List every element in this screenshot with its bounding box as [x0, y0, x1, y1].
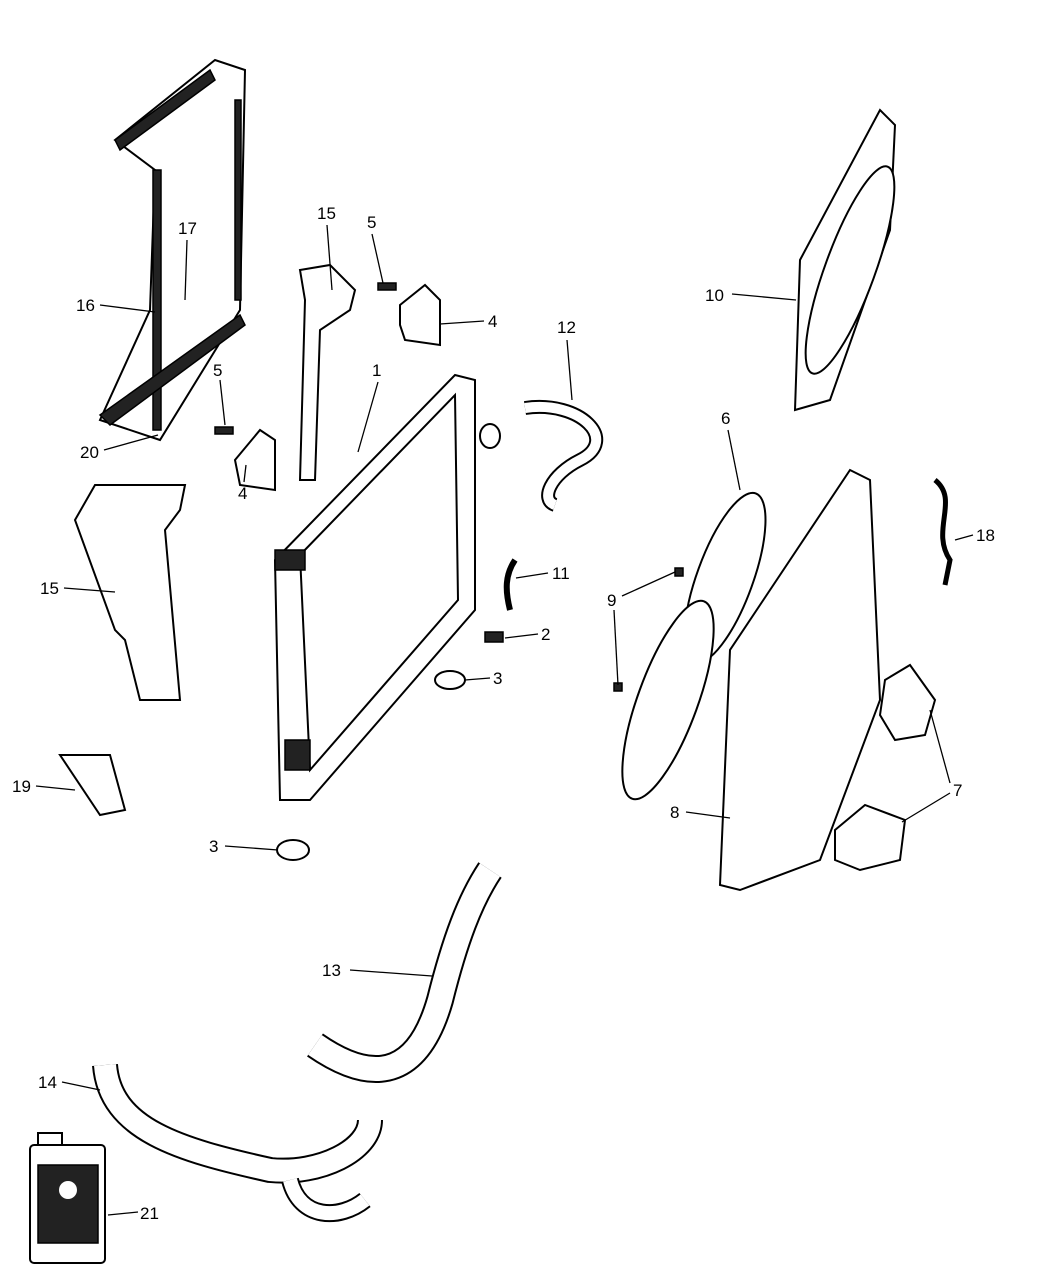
- vent-hose-part: [503, 558, 518, 611]
- callout-14: 14: [38, 1073, 57, 1092]
- drain-cock-part: [484, 631, 504, 643]
- bracket-left-part: [233, 428, 276, 492]
- bracket-right-part: [399, 283, 441, 347]
- callout-11: 11: [552, 564, 570, 583]
- callout-4-right: 4: [488, 312, 497, 331]
- callout-3-lower: 3: [209, 837, 218, 856]
- callout-8: 8: [670, 803, 679, 822]
- bolt-right-part: [377, 282, 397, 291]
- callout-5-left: 5: [213, 361, 222, 380]
- callout-19: 19: [12, 777, 31, 796]
- callout-2: 2: [541, 625, 550, 644]
- callout-15-right: 15: [317, 204, 336, 223]
- callout-1: 1: [372, 361, 381, 380]
- radiator-part: [273, 373, 501, 801]
- callout-18: 18: [976, 526, 995, 545]
- fan-blade-lower-part: [621, 599, 715, 801]
- callout-7: 7: [953, 781, 962, 800]
- wiring-harness-part: [933, 478, 953, 586]
- callout-12: 12: [557, 318, 576, 337]
- callout-6: 6: [721, 409, 730, 428]
- callout-21: 21: [140, 1204, 159, 1223]
- isolator-upper-part: [434, 670, 466, 690]
- air-seal-right-part: [298, 263, 357, 481]
- air-deflector-part: [58, 754, 127, 817]
- callout-3-upper: 3: [493, 669, 502, 688]
- callout-13: 13: [322, 961, 341, 980]
- air-seal-left-part: [73, 484, 187, 701]
- callout-4-left: 4: [238, 484, 247, 503]
- fan-control-module-lower-part: [834, 803, 907, 872]
- fan-shroud-part: [718, 468, 882, 892]
- coolant-jug-part: [29, 1132, 106, 1264]
- callout-16: 16: [76, 296, 95, 315]
- callout-15-left: 15: [40, 579, 59, 598]
- leader-lines: [35, 224, 974, 1216]
- isolator-lower-part: [276, 839, 310, 861]
- support-frame-part: [98, 58, 247, 442]
- bolt-left-part: [214, 426, 234, 435]
- callout-5-right: 5: [367, 213, 376, 232]
- callout-9: 9: [607, 591, 616, 610]
- callout-10: 10: [705, 286, 724, 305]
- callout-20: 20: [80, 443, 99, 462]
- callout-17: 17: [178, 219, 197, 238]
- fan-control-module-upper-part: [878, 663, 937, 742]
